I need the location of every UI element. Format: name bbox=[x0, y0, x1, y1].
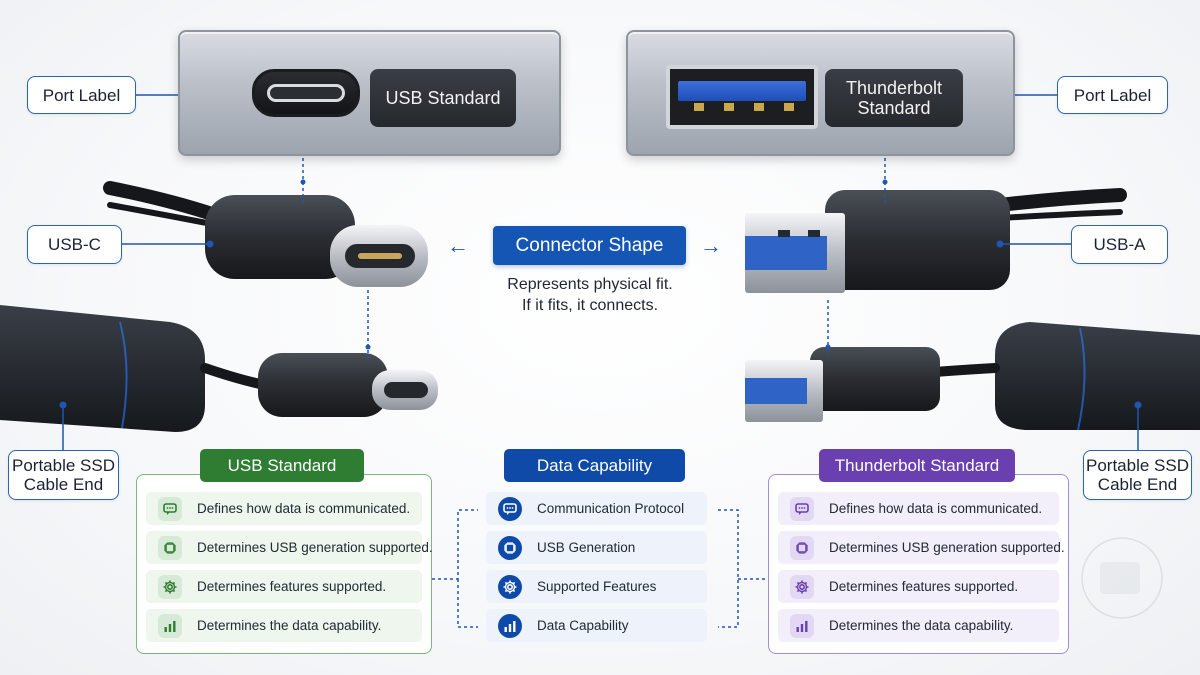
arrow-right-icon: → bbox=[700, 233, 722, 258]
usb-panel-row: Determines the data capability. bbox=[146, 609, 422, 642]
chat-icon bbox=[158, 496, 182, 521]
gear-icon bbox=[158, 574, 182, 599]
row-label: Supported Features bbox=[537, 579, 657, 594]
upper-usbc-plug bbox=[103, 181, 428, 287]
gear-icon bbox=[498, 574, 522, 599]
thunderbolt-standard-panel-title: Thunderbolt Standard bbox=[819, 449, 1015, 482]
chat-icon bbox=[790, 496, 814, 521]
row-label: Determines USB generation supported. bbox=[829, 540, 1065, 555]
data-panel-row: Supported Features bbox=[486, 570, 707, 603]
connector-shape-title: Connector Shape bbox=[493, 226, 686, 265]
port-label-callout-right: Port Label bbox=[1057, 76, 1168, 114]
row-label: Determines features supported. bbox=[829, 579, 1019, 594]
usb-panel-row: Defines how data is communicated. bbox=[146, 492, 422, 525]
usba-port bbox=[666, 65, 818, 129]
row-label: USB Generation bbox=[537, 540, 636, 555]
arrow-left-icon: ← bbox=[447, 233, 469, 258]
data-panel-row: USB Generation bbox=[486, 531, 707, 564]
data-capability-panel-title: Data Capability bbox=[504, 449, 685, 482]
bar-chart-icon bbox=[790, 613, 814, 638]
row-label: Data Capability bbox=[537, 618, 629, 633]
tb-panel-row: Defines how data is communicated. bbox=[778, 492, 1059, 525]
usb-standard-port-label: USB Standard bbox=[370, 69, 516, 127]
tb-panel-row: Determines the data capability. bbox=[778, 609, 1059, 642]
chip-icon bbox=[498, 535, 522, 560]
tb-panel-row: Determines USB generation supported. bbox=[778, 531, 1065, 564]
usbc-callout: USB-C bbox=[27, 225, 122, 264]
connector-shape-description: Represents physical fit. If it fits, it … bbox=[507, 276, 673, 314]
left-ssd bbox=[0, 305, 270, 432]
usbc-port bbox=[252, 69, 360, 117]
row-label: Determines USB generation supported. bbox=[197, 540, 433, 555]
dashed-connectors bbox=[302, 140, 886, 628]
usb-panel-row: Determines features supported. bbox=[146, 570, 422, 603]
chip-icon bbox=[158, 535, 182, 560]
right-ssd bbox=[930, 322, 1200, 431]
usb-port-panel: USB Standard bbox=[178, 30, 561, 156]
usb-standard-panel-title: USB Standard bbox=[200, 449, 364, 482]
usba-callout: USB-A bbox=[1071, 225, 1168, 264]
usb-panel-row: Determines USB generation supported. bbox=[146, 531, 433, 564]
row-label: Communication Protocol bbox=[537, 501, 685, 516]
thunderbolt-port-panel: Thunderbolt Standard bbox=[626, 30, 1015, 156]
data-panel-row: Data Capability bbox=[486, 609, 707, 642]
row-label: Determines the data capability. bbox=[829, 618, 1014, 633]
row-label: Determines the data capability. bbox=[197, 618, 382, 633]
bar-chart-icon bbox=[158, 613, 182, 638]
lower-usba-plug bbox=[745, 347, 940, 422]
thunderbolt-standard-port-label: Thunderbolt Standard bbox=[825, 69, 963, 127]
chip-icon bbox=[790, 535, 814, 560]
data-panel-row: Communication Protocol bbox=[486, 492, 707, 525]
watermark-logo bbox=[1081, 537, 1163, 619]
lower-usbc-plug bbox=[258, 353, 438, 417]
upper-usba-plug bbox=[745, 188, 1127, 293]
gear-icon bbox=[790, 574, 814, 599]
tb-panel-row: Determines features supported. bbox=[778, 570, 1059, 603]
bar-chart-icon bbox=[498, 613, 522, 638]
row-label: Defines how data is communicated. bbox=[829, 501, 1043, 516]
row-label: Defines how data is communicated. bbox=[197, 501, 411, 516]
port-label-callout-left: Port Label bbox=[27, 76, 136, 114]
chat-icon bbox=[498, 496, 522, 521]
row-label: Determines features supported. bbox=[197, 579, 387, 594]
